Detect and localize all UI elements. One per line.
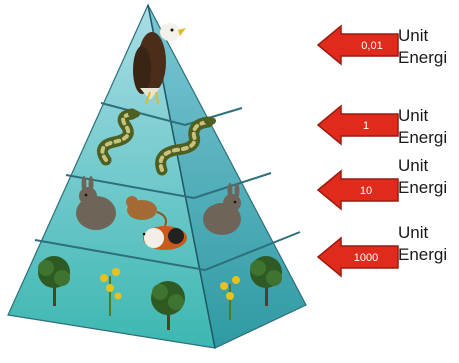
energy-arrow: 10 <box>318 171 398 209</box>
unit-energy-label: Unit Energi <box>398 222 447 266</box>
unit-label-line2: Energi <box>398 47 447 69</box>
unit-label-line2: Energi <box>398 127 447 149</box>
energy-value: 0,01 <box>361 40 382 52</box>
unit-energy-label: Unit Energi <box>398 105 447 149</box>
energy-arrow: 0,01 <box>318 26 398 64</box>
energy-value: 10 <box>360 185 372 197</box>
unit-energy-label: Unit Energi <box>398 155 447 199</box>
energy-arrow: 1000 <box>318 238 398 276</box>
energy-arrow: 1 <box>318 106 398 144</box>
unit-label-line1: Unit <box>398 105 447 127</box>
unit-label-line1: Unit <box>398 222 447 244</box>
energy-value: 1 <box>363 120 369 132</box>
unit-label-line2: Energi <box>398 244 447 266</box>
unit-label-line1: Unit <box>398 25 447 47</box>
guinea-pig-icon <box>143 226 187 250</box>
energy-value: 1000 <box>354 252 378 264</box>
unit-label-line2: Energi <box>398 177 447 199</box>
unit-label-line1: Unit <box>398 155 447 177</box>
unit-energy-label: Unit Energi <box>398 25 447 69</box>
